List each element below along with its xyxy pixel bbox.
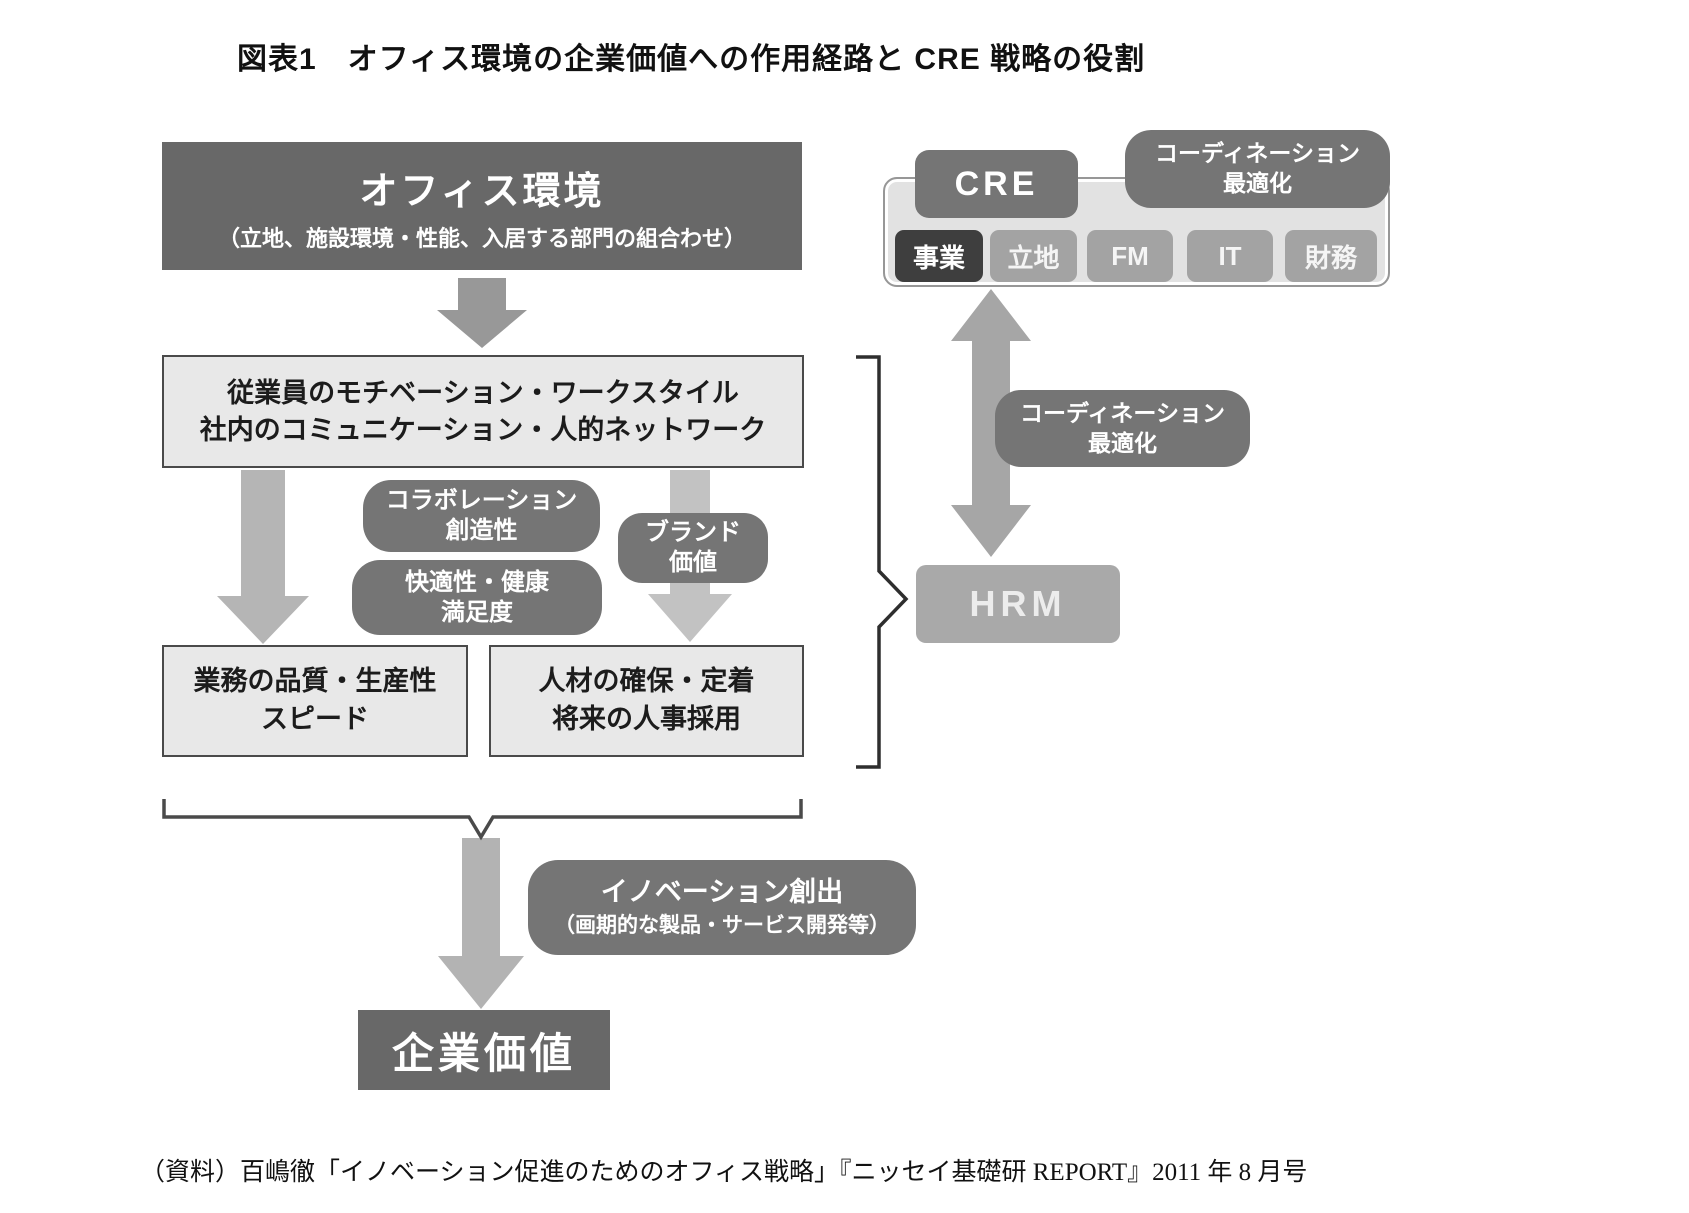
collaboration-creativity-box: コラボレーション 創造性 xyxy=(363,480,600,552)
talent-retention-box: 人材の確保・定着 将来の人事採用 xyxy=(489,645,804,757)
cre-item-location: 立地 xyxy=(990,230,1077,282)
office-environment-box: オフィス環境 （立地、施設環境・性能、入居する部門の組合わせ） xyxy=(162,142,802,270)
cre-item-fm: FM xyxy=(1087,230,1173,282)
cre-item-it: IT xyxy=(1187,230,1273,282)
innovation-line1: イノベーション創出 xyxy=(600,877,844,908)
employee-motivation-box: 従業員のモチベーション・ワークスタイル 社内のコミュニケーション・人的ネットワー… xyxy=(162,355,804,468)
innovation-line2: （画期的な製品・サービス開発等） xyxy=(554,914,890,938)
coordination-optimization-mid-box: コーディネーション 最適化 xyxy=(995,390,1250,467)
employee-line2: 社内のコミュニケーション・人的ネットワーク xyxy=(199,414,767,445)
office-environment-subtitle: （立地、施設環境・性能、入居する部門の組合わせ） xyxy=(217,225,746,251)
cre-item-finance: 財務 xyxy=(1285,230,1377,282)
brand-value-box: ブランド 価値 xyxy=(618,513,768,583)
down-arrow-office-to-employee xyxy=(437,278,527,348)
hrm-box: HRM xyxy=(916,565,1120,643)
office-environment-title: オフィス環境 xyxy=(359,170,605,213)
source-citation: （資料）百嶋徹「イノベーション促進のためのオフィス戦略」『ニッセイ基礎研 REP… xyxy=(140,1159,1308,1186)
comfort-health-box: 快適性・健康 満足度 xyxy=(352,560,602,635)
coordination-mid-line2: 最適化 xyxy=(1088,429,1157,456)
bottom-brace xyxy=(162,799,803,841)
corporate-value-box: 企業価値 xyxy=(358,1010,610,1090)
talent-line1: 人材の確保・定着 xyxy=(538,666,755,697)
down-arrow-brace-to-corporate-value xyxy=(438,838,524,1009)
work-quality-box: 業務の品質・生産性 スピード xyxy=(162,645,468,757)
coordination-optimization-top-box: コーディネーション 最適化 xyxy=(1125,130,1390,208)
work-quality-line2: スピード xyxy=(261,704,369,734)
figure-title: 図表1 オフィス環境の企業価値への作用経路と CRE 戦略の役割 xyxy=(237,43,1146,76)
innovation-box: イノベーション創出 （画期的な製品・サービス開発等） xyxy=(528,860,916,955)
right-bracket-to-hrm xyxy=(856,355,909,769)
work-quality-line1: 業務の品質・生産性 xyxy=(193,666,437,697)
coordination-mid-line1: コーディネーション xyxy=(1020,399,1225,426)
cre-item-business: 事業 xyxy=(895,230,983,282)
brand-line2: 価値 xyxy=(669,549,717,576)
coordination-top-line2: 最適化 xyxy=(1223,170,1292,196)
brand-line1: ブランド xyxy=(645,519,741,546)
double-arrow-cre-hrm xyxy=(951,289,1031,557)
comfort-line1: 快適性・健康 xyxy=(405,568,549,596)
talent-line2: 将来の人事採用 xyxy=(552,704,741,734)
comfort-line2: 満足度 xyxy=(441,598,513,626)
employee-line1: 従業員のモチベーション・ワークスタイル xyxy=(227,378,739,409)
down-arrow-employee-to-quality xyxy=(217,470,309,644)
collaboration-line1: コラボレーション xyxy=(385,487,578,514)
cre-label-box: CRE xyxy=(915,150,1078,218)
coordination-top-line1: コーディネーション xyxy=(1155,140,1360,167)
collaboration-line2: 創造性 xyxy=(445,517,518,544)
